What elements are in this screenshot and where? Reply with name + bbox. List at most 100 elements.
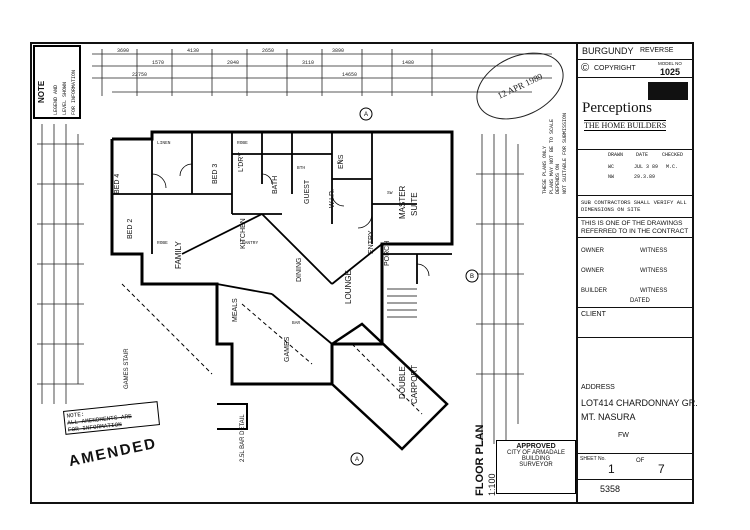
company-name: Perceptions bbox=[582, 100, 652, 116]
svg-text:14650: 14650 bbox=[342, 72, 357, 78]
table-cell: M.C. bbox=[666, 164, 679, 170]
svg-text:2040: 2040 bbox=[227, 60, 239, 66]
sub-contractor-note: SUB CONTRACTORS SHALL VERIFY ALL DIMENSI… bbox=[581, 199, 687, 213]
address-line-2: MT. NASURA bbox=[581, 412, 636, 422]
table-cell: NW bbox=[608, 174, 615, 180]
witness-label: WITNESS bbox=[640, 288, 668, 294]
table-cell: WC bbox=[608, 164, 615, 170]
svg-text:A: A bbox=[355, 457, 359, 463]
table-header: DRAWN bbox=[608, 152, 624, 158]
copyright-label: COPYRIGHT bbox=[594, 65, 636, 72]
floor-plan-title: FLOOR PLAN bbox=[474, 424, 486, 497]
sheet-total: 7 bbox=[658, 462, 665, 476]
note-heading: NOTE bbox=[37, 80, 46, 103]
company-logo bbox=[648, 82, 688, 100]
svg-text:SW: SW bbox=[387, 190, 393, 196]
svg-text:BTH: BTH bbox=[297, 165, 305, 171]
table-cell: JUL 3 89 bbox=[634, 164, 659, 170]
room-carport: CARPORT bbox=[410, 365, 419, 404]
room-bed4: BED 4 bbox=[114, 173, 121, 194]
approval-stamp: APPROVED CITY OF ARMADALE BUILDING SURVE… bbox=[496, 440, 576, 494]
approval-line: CITY OF ARMADALE bbox=[507, 450, 565, 456]
room-guest: GUEST bbox=[304, 179, 311, 204]
drawing-table: DRAWN DATE CHECKED WC JUL 3 89 M.C. NW 2… bbox=[578, 150, 694, 196]
svg-text:1480: 1480 bbox=[402, 60, 414, 66]
table-header: CHECKED bbox=[662, 152, 684, 158]
job-number-cell: 5358 bbox=[578, 480, 694, 500]
door-swings bbox=[151, 163, 430, 277]
floor-plan-drawing: 3690 4130 2650 3890 1570 2040 3110 1480 22750 1… bbox=[37, 48, 552, 466]
room-bed3: BED 3 bbox=[212, 163, 219, 184]
svg-text:3690: 3690 bbox=[117, 48, 129, 54]
games-room-walls bbox=[217, 344, 272, 430]
room-double: DOUBLE bbox=[398, 366, 407, 399]
svg-text:3890: 3890 bbox=[332, 48, 344, 54]
room-entry: ENTRY bbox=[368, 230, 375, 254]
contract-cell: THIS IS ONE OF THE DRAWINGS REFERRED TO … bbox=[578, 218, 694, 238]
bar-detail-label: 2.5L BAR DETAIL bbox=[240, 414, 246, 462]
builder-label: BUILDER bbox=[581, 288, 608, 294]
client-cell: CLIENT bbox=[578, 308, 694, 338]
svg-text:A: A bbox=[364, 112, 368, 118]
drawing-sheet: 3690 4130 2650 3890 1570 2040 3110 1480 22750 1… bbox=[30, 39, 698, 504]
room-games-stair: GAMES STAIR bbox=[124, 348, 130, 389]
company-tagline: THE HOME BUILDERS bbox=[584, 120, 667, 131]
room-porch: PORCH bbox=[384, 240, 391, 266]
address-line-1: LOT414 CHARDONNAY GR. bbox=[581, 398, 698, 408]
external-walls bbox=[110, 130, 454, 386]
room-dining: DINING bbox=[296, 257, 303, 283]
room-master: MASTER bbox=[398, 185, 407, 219]
table-header: DATE bbox=[636, 152, 649, 158]
dated-label: DATED bbox=[630, 298, 650, 304]
svg-text:B: B bbox=[470, 274, 474, 280]
contract-note: THIS IS ONE OF THE DRAWINGS REFERRED TO … bbox=[581, 220, 689, 235]
sheet-label: SHEET No. bbox=[580, 456, 606, 462]
date-stamp-text: 12 APR 1989 bbox=[495, 71, 545, 101]
note-box: NOTE LEGEND AND LEVEL SHOWN FOR INFORMAT… bbox=[33, 45, 81, 119]
svg-text:3110: 3110 bbox=[302, 60, 314, 66]
stair-treads bbox=[387, 288, 417, 318]
sub-contractor-cell: SUB CONTRACTORS SHALL VERIFY ALL DIMENSI… bbox=[578, 196, 694, 218]
room-games: GAMES bbox=[284, 336, 291, 362]
client-label: CLIENT bbox=[581, 311, 606, 318]
table-cell: 29.3.89 bbox=[634, 174, 656, 180]
model-label: MODEL NO bbox=[658, 61, 682, 66]
floor-plan-label: FLOOR PLAN 1:100 bbox=[474, 425, 498, 497]
witness-label: WITNESS bbox=[640, 268, 668, 274]
approval-title: APPROVED bbox=[516, 443, 556, 450]
room-bed2: BED 2 bbox=[127, 218, 134, 239]
sheet-of: OF bbox=[636, 458, 645, 464]
svg-text:2650: 2650 bbox=[262, 48, 274, 54]
owner-label: OWNER bbox=[581, 248, 604, 254]
svg-text:WC: WC bbox=[337, 160, 343, 166]
owner-label: OWNER bbox=[581, 268, 604, 274]
copyright-cell: © COPYRIGHT MODEL NO 1025 bbox=[578, 60, 694, 78]
disclaimer-line: NOT SUITABLE FOR SUBMISSION bbox=[561, 112, 568, 194]
job-number: 5358 bbox=[600, 484, 621, 494]
design-orientation: REVERSE bbox=[640, 47, 674, 54]
room-lounge: LOUNGE bbox=[344, 270, 353, 304]
approval-line: BUILDING bbox=[521, 456, 551, 462]
room-suite: SUITE bbox=[410, 192, 419, 216]
witness-label: WITNESS bbox=[640, 248, 668, 254]
svg-text:22750: 22750 bbox=[132, 72, 147, 78]
room-kitchen: KITCHEN bbox=[240, 218, 247, 249]
svg-text:1570: 1570 bbox=[152, 60, 164, 66]
note-line-1: LEGEND AND bbox=[53, 84, 59, 115]
address-cell: ADDRESS LOT414 CHARDONNAY GR. MT. NASURA… bbox=[578, 338, 698, 454]
svg-text:PANTRY: PANTRY bbox=[242, 240, 259, 246]
room-family: FAMILY bbox=[174, 241, 183, 269]
dimension-lines bbox=[37, 49, 552, 444]
svg-text:LINEN: LINEN bbox=[157, 140, 171, 146]
section-markers bbox=[350, 107, 479, 466]
internal-walls bbox=[112, 132, 452, 345]
room-meals: MEALS bbox=[232, 298, 239, 322]
job-code: FW bbox=[618, 432, 629, 439]
design-cell: BURGUNDY REVERSE bbox=[578, 44, 694, 60]
sheet-cell: SHEET No. 1 OF 7 bbox=[578, 454, 694, 480]
copyright-icon: © bbox=[581, 62, 590, 74]
svg-text:4130: 4130 bbox=[187, 48, 199, 54]
svg-text:ROBE: ROBE bbox=[237, 140, 248, 146]
design-name: BURGUNDY bbox=[582, 46, 634, 56]
company-cell: Perceptions THE HOME BUILDERS bbox=[578, 78, 694, 150]
